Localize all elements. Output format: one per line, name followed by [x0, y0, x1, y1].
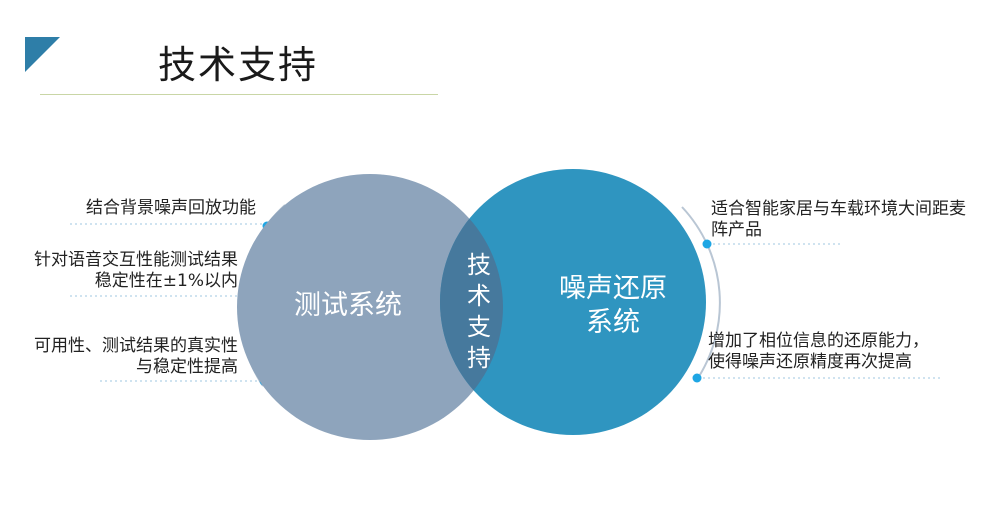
- overlap-label-char-2: 术: [467, 282, 491, 310]
- right-note-2-line-1: 增加了相位信息的还原能力，: [708, 331, 929, 351]
- right-circle-label: 噪声还原 系统: [533, 272, 693, 340]
- overlap-label: 技 术 支 持: [461, 250, 497, 374]
- right-circle-label-line-1: 噪声还原: [559, 273, 667, 304]
- left-note-2-line-1: 针对语音交互性能测试结果: [34, 250, 238, 270]
- left-note-2: 针对语音交互性能测试结果 稳定性在±1%以内: [34, 250, 238, 292]
- left-note-1: 结合背景噪声回放功能: [86, 198, 256, 219]
- right-note-2-line-2: 使得噪声还原精度再次提高: [708, 352, 912, 372]
- left-circle: [237, 174, 503, 440]
- left-note-3-line-2: 与稳定性提高: [136, 357, 238, 377]
- right-dot-1: [702, 239, 712, 249]
- overlap-label-char-1: 技: [467, 251, 491, 279]
- corner-decoration: [25, 37, 60, 72]
- right-arc: [681, 206, 721, 382]
- left-note-2-line-2: 稳定性在±1%以内: [94, 271, 238, 291]
- overlap-label-char-3: 支: [467, 313, 491, 341]
- page-title: 技术支持: [158, 43, 319, 87]
- overlap-label-char-4: 持: [467, 344, 491, 372]
- right-dot-2: [692, 373, 702, 383]
- right-note-2: 增加了相位信息的还原能力， 使得噪声还原精度再次提高: [708, 331, 929, 373]
- left-note-3-line-1: 可用性、测试结果的真实性: [34, 336, 238, 356]
- right-note-1: 适合智能家居与车载环境大间距麦 阵产品: [711, 199, 966, 241]
- left-note-3: 可用性、测试结果的真实性 与稳定性提高: [34, 336, 238, 378]
- left-circle-label: 测试系统: [294, 290, 402, 321]
- right-note-1-line-1: 适合智能家居与车载环境大间距麦: [711, 199, 966, 219]
- right-circle: [440, 169, 706, 435]
- right-circle-label-line-2: 系统: [586, 307, 640, 338]
- right-note-1-line-2: 阵产品: [711, 220, 762, 240]
- title-underline: [40, 94, 438, 95]
- left-note-1-line-1: 结合背景噪声回放功能: [86, 198, 256, 218]
